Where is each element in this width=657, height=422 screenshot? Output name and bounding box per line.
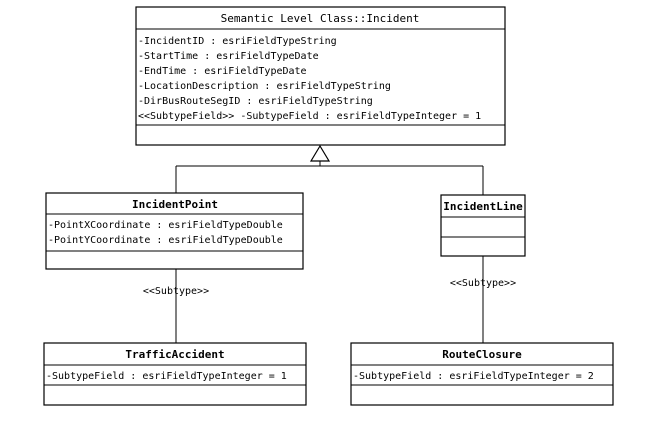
attribute: -IncidentID : esriFieldTypeString bbox=[138, 36, 337, 47]
stereotype-label: <<Subtype>> bbox=[143, 286, 209, 297]
attribute: -LocationDescription : esriFieldTypeStri… bbox=[138, 81, 391, 92]
class-name: Semantic Level Class::Incident bbox=[221, 12, 420, 25]
class-box bbox=[440, 194, 526, 257]
class-route-closure[interactable]: RouteClosure -SubtypeField : esriFieldTy… bbox=[350, 342, 614, 406]
attribute: <<SubtypeField>> -SubtypeField : esriFie… bbox=[138, 111, 481, 122]
attribute: -PointYCoordinate : esriFieldTypeDouble bbox=[48, 235, 283, 246]
attribute: -PointXCoordinate : esriFieldTypeDouble bbox=[48, 220, 283, 231]
association-line-to-closure: <<Subtype>> bbox=[450, 256, 516, 343]
class-name: IncidentLine bbox=[443, 200, 523, 213]
attribute: -SubtypeField : esriFieldTypeInteger = 1 bbox=[46, 371, 287, 382]
stereotype-label: <<Subtype>> bbox=[450, 278, 516, 289]
class-incident-line[interactable]: IncidentLine bbox=[440, 194, 526, 257]
class-traffic-accident[interactable]: TrafficAccident -SubtypeField : esriFiel… bbox=[43, 342, 307, 406]
association-point-to-accident: <<Subtype>> bbox=[143, 269, 209, 343]
attribute: -DirBusRouteSegID : esriFieldTypeString bbox=[138, 96, 373, 107]
attribute: -SubtypeField : esriFieldTypeInteger = 2 bbox=[353, 371, 594, 382]
class-name: TrafficAccident bbox=[125, 348, 224, 361]
attribute: -EndTime : esriFieldTypeDate bbox=[138, 66, 307, 77]
generalization-connectors bbox=[175, 144, 484, 195]
class-box bbox=[43, 342, 307, 406]
class-box bbox=[45, 192, 304, 270]
class-box bbox=[135, 6, 506, 146]
class-incident-point[interactable]: IncidentPoint -PointXCoordinate : esriFi… bbox=[45, 192, 304, 270]
generalization-arrowhead-icon bbox=[309, 144, 331, 162]
class-name: IncidentPoint bbox=[132, 198, 218, 211]
class-box bbox=[350, 342, 614, 406]
class-incident[interactable]: Semantic Level Class::Incident -Incident… bbox=[135, 6, 506, 146]
attribute: -StartTime : esriFieldTypeDate bbox=[138, 51, 319, 62]
class-name: RouteClosure bbox=[442, 348, 522, 361]
